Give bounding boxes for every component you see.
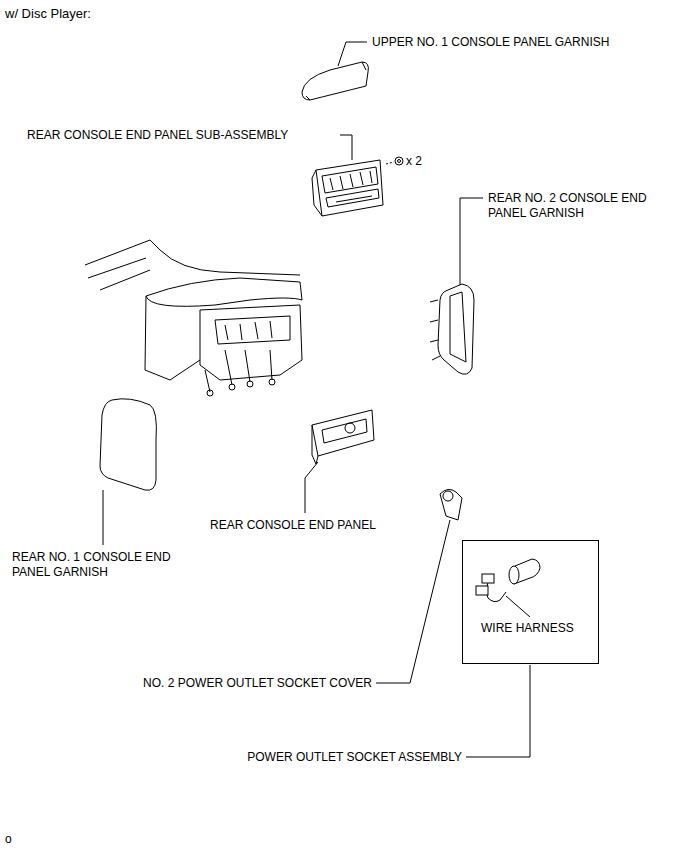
part-name: POWER OUTLET SOCKET ASSEMBLY <box>247 750 462 765</box>
part-name: REAR CONSOLE END PANEL SUB-ASSEMBLY <box>27 128 288 143</box>
quantity-note: x 2 <box>406 154 422 169</box>
part-name: WIRE HARNESS <box>481 621 574 636</box>
part-name: NO. 2 POWER OUTLET SOCKET COVER <box>143 676 372 691</box>
inset-box: WIRE HARNESS <box>462 540 599 664</box>
figure-code: o <box>5 832 12 847</box>
part-name: REAR CONSOLE END PANEL <box>210 518 376 533</box>
part-name: REAR NO. 1 CONSOLE END PANEL GARNISH <box>12 550 187 580</box>
part-name: REAR NO. 2 CONSOLE END PANEL GARNISH <box>488 191 663 221</box>
part-name: UPPER NO. 1 CONSOLE PANEL GARNISH <box>372 35 609 50</box>
diagram-title: w/ Disc Player: <box>5 6 91 22</box>
